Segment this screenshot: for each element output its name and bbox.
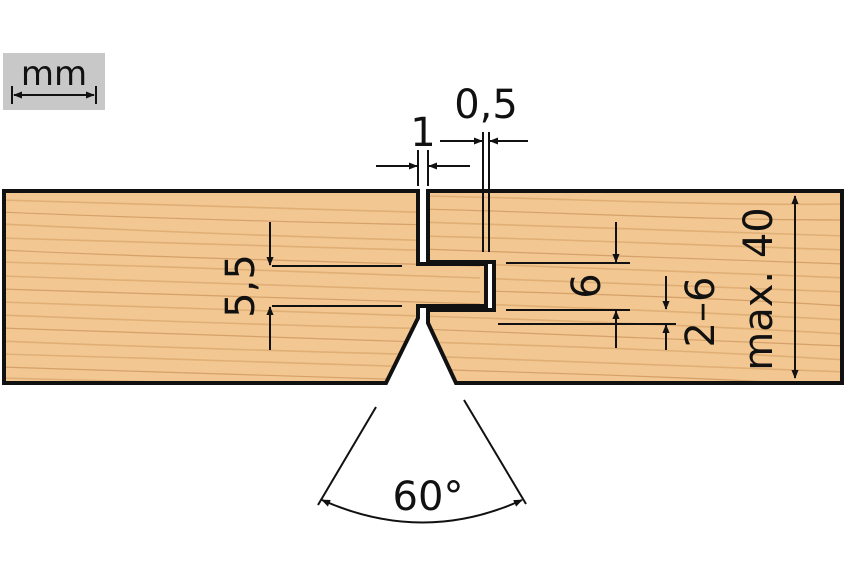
left-board (2, 189, 488, 385)
groove-depth-label: 5,5 (218, 254, 264, 318)
dimension-bevel-angle: 60° (317, 399, 527, 524)
angle-extension-right (463, 399, 527, 505)
dimension-kerf-width: 1 (376, 110, 470, 186)
angle-extension-left (317, 406, 377, 506)
unit-badge-background (3, 53, 105, 110)
right-board-outline (426, 189, 844, 385)
thickness-label: max. 40 (736, 207, 782, 370)
dimension-board-thickness: max. 40 (736, 195, 799, 379)
unit-label: mm (21, 54, 87, 94)
unit-badge: mm (3, 53, 105, 110)
gap-label: 2–6 (678, 277, 724, 348)
dimension-groove-depth: 5,5 (218, 222, 402, 350)
left-board-outline (2, 189, 488, 385)
dimension-tongue-offset: 0,5 (440, 82, 528, 252)
tongue-offset-label: 0,5 (454, 82, 518, 128)
left-board-grain (4, 199, 481, 383)
bevel-angle-label: 60° (393, 474, 464, 520)
kerf-width-label: 1 (410, 110, 435, 156)
dimension-gap: 2–6 (498, 276, 724, 350)
right-board (426, 189, 844, 385)
angle-arc (321, 499, 523, 524)
dimension-tongue-height: 6 (506, 222, 630, 348)
tongue-height-label: 6 (564, 273, 610, 298)
